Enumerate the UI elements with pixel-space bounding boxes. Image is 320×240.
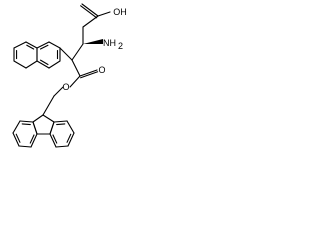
- naphthalene-ring-a-bond: [48, 60, 61, 69]
- bond-ester-o: [69, 75, 81, 88]
- naphthalene-ring-b-bond: [25, 41, 38, 49]
- bond-carbonyl-acid-inner: [80, 5, 98, 19]
- fluorene-left-ring-bond: [12, 132, 20, 147]
- naphthalene-ring-a-inner-bond: [39, 59, 49, 66]
- label-nh2-subscript: 2: [118, 41, 123, 51]
- naphthalene-ring-b-bond: [13, 60, 27, 69]
- label-carbonyl-o: O: [98, 65, 105, 75]
- fluorene-right-ring-bond: [49, 133, 57, 148]
- bond-acid-oh: [97, 11, 111, 17]
- fluorene-left-ring-inner-bond: [21, 123, 31, 126]
- bond-c2-naphthyl: [59, 47, 73, 61]
- label-ester-o: O: [62, 82, 69, 92]
- fluorene-right-ring-inner-bond: [66, 133, 72, 143]
- fluorene-five-ring-bond: [32, 114, 44, 123]
- fluorene-right-ring-bond: [67, 132, 75, 147]
- fluorene-right-ring-inner-bond: [56, 123, 66, 126]
- fluorene-left-ring-bond: [12, 120, 21, 134]
- stereo-wedge-bond: [83, 39, 103, 44]
- fluorene-left-ring-bond: [30, 133, 38, 148]
- bond-carbonyl-acid: [81, 3, 99, 17]
- naphthalene-ring-a-bond: [36, 60, 50, 69]
- fluorene-right-ring-bond: [66, 120, 75, 134]
- fluorene-right-ring-bond: [55, 145, 69, 148]
- bond-ch2-cooh: [82, 15, 99, 28]
- naphthalene-ring-b-inner-bond: [26, 44, 35, 50]
- naphthalene-ring-b-bond: [25, 60, 38, 69]
- label-oh: OH: [113, 7, 127, 17]
- naphthalene-ring-a-bond: [36, 41, 50, 49]
- fluorene-right-ring-inner-bond: [52, 134, 58, 144]
- fluorene-left-ring-bond: [32, 121, 38, 135]
- bond-ch2-fluorenyl: [42, 95, 55, 116]
- bond-c2-ester: [71, 59, 81, 77]
- bond-c3-c2: [71, 43, 84, 61]
- bond-ester-carbonyl: [79, 69, 98, 77]
- bond-ester-carbonyl-inner: [80, 71, 99, 79]
- fluorene-left-ring-bond: [19, 120, 34, 123]
- label-nh2: NH: [103, 38, 116, 48]
- fluorene-left-ring-bond: [18, 145, 32, 148]
- fluorene-five-ring-bond: [42, 114, 55, 123]
- naphthalene-ring-b-bond: [13, 41, 27, 49]
- bond-o-ch2: [53, 86, 64, 97]
- fluorene-right-ring-bond: [49, 121, 55, 135]
- fluorene-right-ring-bond: [53, 120, 68, 123]
- naphthalene-ring-a-bond: [48, 41, 61, 49]
- fluorene-left-ring-inner-bond: [29, 134, 35, 144]
- naphthalene-ring-a-inner-bond: [39, 44, 49, 50]
- fluorene-left-ring-inner-bond: [15, 133, 21, 143]
